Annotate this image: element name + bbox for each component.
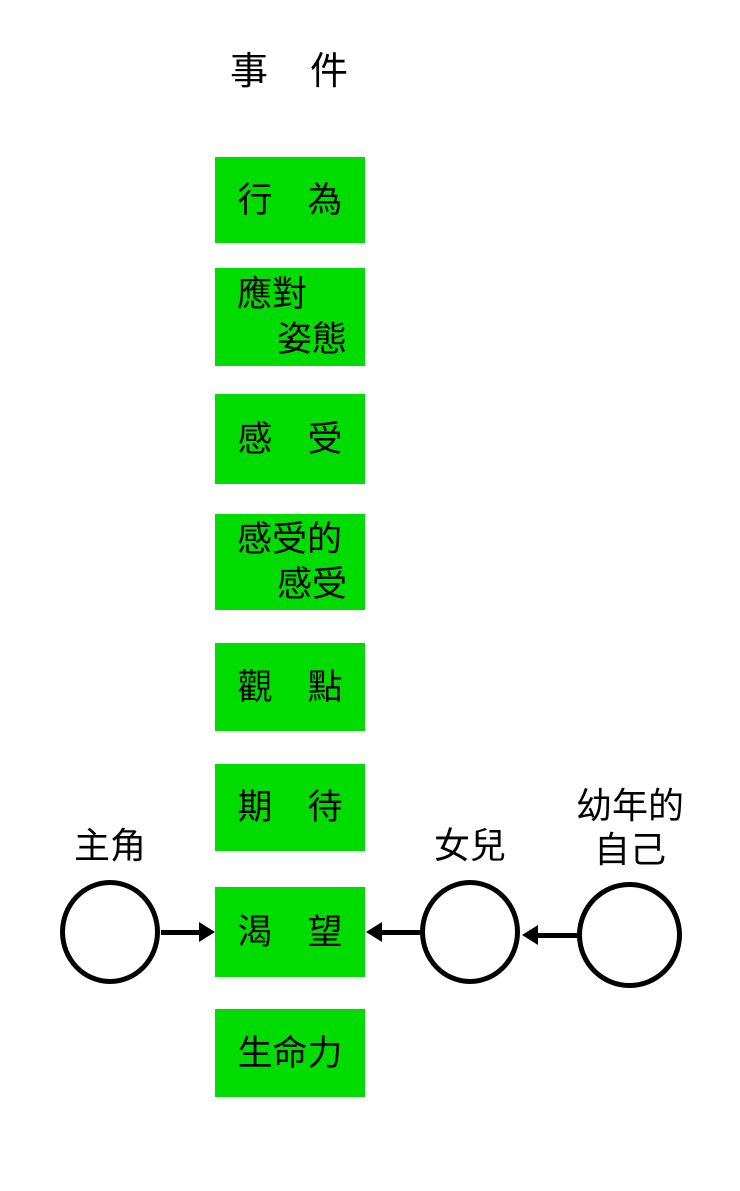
stage-box-label: 期 待 bbox=[237, 788, 343, 827]
arrow-protagonist-to-yearnings bbox=[161, 922, 215, 942]
stage-box-feelings: 感 受 bbox=[215, 394, 365, 484]
stage-box-label: 感 受 bbox=[237, 419, 343, 459]
stage-box-label: 渴 望 bbox=[237, 912, 343, 952]
stage-box-label-line2: 感受 bbox=[277, 565, 348, 604]
arrow-child-self-to-daughter bbox=[522, 925, 578, 945]
child-self-circle bbox=[577, 882, 682, 988]
protagonist-circle bbox=[60, 880, 160, 984]
protagonist-label: 主角 bbox=[73, 825, 146, 866]
child-self-label: 幼年的 自己 bbox=[565, 784, 695, 872]
arrow-head-left-icon bbox=[522, 925, 538, 945]
daughter-circle bbox=[420, 880, 520, 984]
stage-box-coping-stance: 應對 姿態 bbox=[215, 268, 365, 366]
arrow-head-left-icon bbox=[366, 922, 382, 942]
stage-box-label: 觀 點 bbox=[237, 667, 343, 707]
stage-box-behavior: 行 為 bbox=[215, 157, 365, 243]
arrow-shaft bbox=[538, 932, 578, 938]
stage-box-life-energy: 生命力 bbox=[215, 1009, 365, 1097]
daughter-label: 女兒 bbox=[433, 825, 506, 866]
stage-box-label: 感受的 bbox=[237, 520, 343, 559]
arrow-shaft bbox=[382, 929, 420, 935]
arrow-daughter-to-yearnings bbox=[366, 922, 420, 942]
stage-box-feelings-of-feelings: 感受的 感受 bbox=[215, 514, 365, 610]
stage-box-label: 應對 bbox=[237, 275, 308, 314]
stage-box-yearnings: 渴 望 bbox=[215, 887, 365, 977]
arrow-shaft bbox=[161, 929, 199, 935]
stage-box-perceptions: 觀 點 bbox=[215, 643, 365, 731]
stage-box-label: 行 為 bbox=[237, 180, 343, 220]
stage-box-label-line2: 姿態 bbox=[277, 320, 348, 359]
diagram-title: 事 件 bbox=[229, 51, 350, 93]
stage-box-expectations: 期 待 bbox=[215, 764, 365, 851]
arrow-head-right-icon bbox=[199, 922, 215, 942]
child-self-label-line2: 自己 bbox=[593, 829, 666, 870]
stage-box-label: 生命力 bbox=[237, 1033, 343, 1073]
child-self-label-line1: 幼年的 bbox=[575, 785, 684, 826]
